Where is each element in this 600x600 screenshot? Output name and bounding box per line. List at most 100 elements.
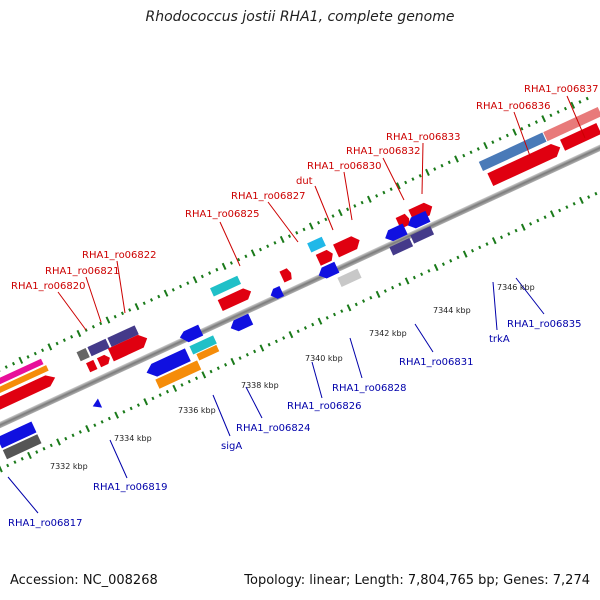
tick-label: 7340 kbp — [305, 354, 343, 363]
gene-feature[interactable] — [155, 360, 202, 389]
major-tick — [579, 196, 584, 205]
major-tick — [454, 155, 459, 163]
gene-feature[interactable] — [478, 132, 547, 171]
minor-tick — [527, 123, 531, 128]
gene-label[interactable]: dut — [296, 176, 313, 187]
gene-feature[interactable] — [337, 268, 362, 287]
gene-feature[interactable] — [405, 210, 431, 231]
gene-feature[interactable] — [395, 213, 412, 229]
gene-label[interactable]: RHA1_ro06832 — [346, 146, 421, 157]
minor-tick — [325, 316, 329, 320]
major-tick — [259, 344, 265, 352]
gene-feature[interactable] — [2, 434, 42, 460]
major-tick — [433, 263, 439, 272]
minor-tick — [122, 410, 126, 414]
gene-label[interactable]: RHA1_ro06837 — [524, 84, 599, 95]
minor-tick — [340, 309, 344, 313]
gene-feature[interactable] — [144, 348, 191, 380]
gene-label[interactable]: RHA1_ro06833 — [386, 132, 461, 143]
gene-label[interactable]: RHA1_ro06828 — [332, 383, 407, 394]
gene-feature[interactable] — [487, 141, 563, 187]
minor-tick — [208, 271, 212, 275]
minor-tick — [536, 218, 540, 223]
gene-label[interactable]: RHA1_ro06836 — [476, 101, 551, 112]
gene-label[interactable]: RHA1_ro06827 — [231, 191, 306, 202]
gene-label[interactable]: trkA — [489, 334, 510, 345]
gene-label[interactable]: RHA1_ro06820 — [11, 281, 86, 292]
major-tick — [288, 331, 294, 339]
gene-feature[interactable] — [86, 359, 98, 373]
minor-tick — [469, 150, 473, 155]
minor-tick — [20, 457, 24, 461]
minor-tick — [158, 393, 162, 397]
gene-feature[interactable] — [178, 324, 204, 345]
minor-tick — [520, 126, 524, 131]
reverse-tick-line — [0, 191, 598, 473]
gene-label[interactable]: RHA1_ro06817 — [8, 518, 83, 529]
minor-tick — [142, 301, 146, 306]
gene-label[interactable]: sigA — [221, 441, 242, 452]
minor-tick — [563, 106, 567, 111]
forward-gene-labels: RHA1_ro06820 RHA1_ro06821 RHA1_ro06822 R… — [11, 84, 599, 292]
gene-feature[interactable] — [87, 338, 110, 357]
gene-label[interactable]: RHA1_ro06821 — [45, 266, 120, 277]
gene-feature[interactable] — [76, 347, 90, 362]
minor-tick — [209, 369, 213, 374]
minor-tick — [187, 379, 191, 384]
minor-tick — [391, 285, 395, 290]
gene-feature[interactable] — [333, 234, 362, 258]
gene-feature[interactable] — [217, 286, 254, 312]
major-tick — [0, 465, 3, 473]
gene-label[interactable]: RHA1_ro06826 — [287, 401, 362, 412]
minor-tick — [6, 463, 10, 468]
gene-feature[interactable] — [228, 313, 254, 334]
major-tick — [27, 451, 32, 460]
gene-feature[interactable] — [315, 248, 336, 266]
major-tick — [317, 317, 323, 325]
gene-label[interactable]: RHA1_ro06822 — [82, 250, 157, 261]
minor-tick — [64, 436, 68, 441]
gene-label[interactable]: RHA1_ro06830 — [307, 161, 382, 172]
gene-feature[interactable] — [269, 285, 285, 301]
gene-feature[interactable] — [560, 123, 600, 151]
callout-lines — [7, 95, 586, 514]
minor-tick — [324, 217, 328, 222]
minor-tick — [498, 137, 502, 141]
gene-feature[interactable] — [316, 261, 340, 281]
gene-feature[interactable] — [410, 226, 435, 244]
minor-tick — [456, 255, 460, 260]
gene-feature[interactable] — [0, 358, 44, 391]
gene-label[interactable]: RHA1_ro06819 — [93, 482, 168, 493]
major-tick — [201, 371, 207, 379]
gene-feature[interactable] — [107, 325, 139, 348]
minor-tick — [485, 242, 489, 246]
gene-label[interactable]: RHA1_ro06831 — [399, 357, 474, 368]
gene-feature[interactable] — [383, 223, 408, 244]
gene-feature[interactable] — [96, 353, 112, 368]
gene-feature[interactable] — [91, 398, 103, 410]
gene-feature[interactable] — [196, 344, 220, 361]
gene-feature[interactable] — [0, 372, 58, 412]
major-tick — [520, 223, 526, 231]
gene-feature[interactable] — [279, 267, 293, 283]
minor-tick — [216, 366, 220, 370]
gene-label[interactable]: RHA1_ro06825 — [185, 209, 260, 220]
gene-feature[interactable] — [307, 236, 326, 253]
minor-tick — [514, 228, 518, 233]
gene-feature[interactable] — [389, 238, 414, 256]
minor-tick — [449, 259, 453, 263]
gene-feature[interactable] — [0, 421, 37, 449]
major-tick — [18, 356, 24, 364]
minor-tick — [186, 281, 190, 285]
reverse-gene-labels: RHA1_ro06817 RHA1_ro06819 sigA RHA1_ro06… — [8, 319, 582, 529]
gene-feature[interactable] — [543, 106, 600, 142]
gene-label[interactable]: RHA1_ro06835 — [507, 319, 582, 330]
gene-label[interactable]: RHA1_ro06824 — [236, 423, 311, 434]
gene-feature[interactable] — [107, 332, 150, 362]
gene-feature[interactable] — [189, 335, 217, 355]
minor-tick — [572, 201, 576, 206]
gene-feature[interactable] — [210, 275, 242, 297]
gene-feature[interactable] — [0, 365, 49, 398]
tick-label: 7332 kbp — [50, 462, 88, 471]
